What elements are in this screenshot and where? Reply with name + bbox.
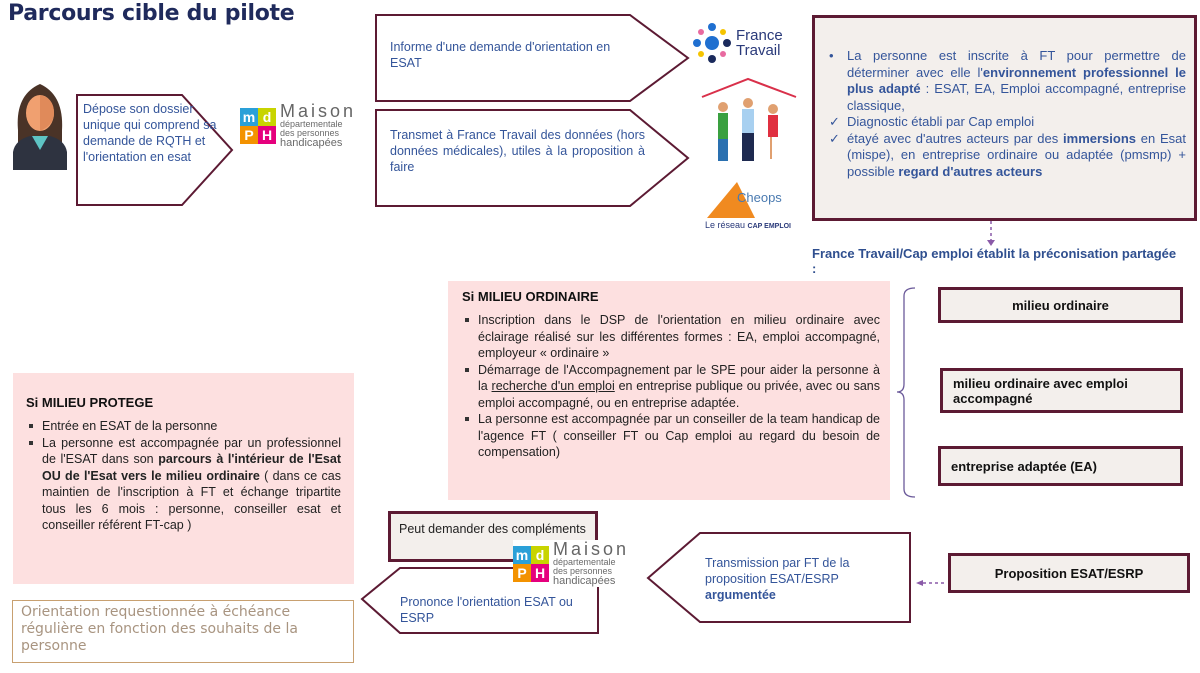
france-travail-line2: Travail — [736, 41, 781, 59]
mdph-logo: m d P H Maison départementale des person… — [240, 101, 357, 149]
cheops-text: Cheops — [737, 190, 782, 205]
step-depose-text: Dépose son dossier unique qui comprend s… — [83, 102, 217, 164]
mdph-letter: m — [240, 107, 258, 126]
cheops-mountain-icon — [707, 182, 755, 218]
mdph-sub: départementale — [280, 119, 343, 129]
milieu-protege-heading: Si MILIEU PROTEGE — [26, 395, 154, 410]
ft-bullet-1: •La personne est inscrite à FT pour perm… — [829, 48, 1186, 113]
orientation-requestionnee-note: Orientation requestionnée à échéance rég… — [12, 600, 354, 663]
list-item: Inscription dans le DSP de l'orientation… — [465, 313, 880, 360]
mdph-letter: H — [531, 563, 549, 582]
arrow-shape-informe — [375, 14, 690, 102]
cap-emploi-text: Le réseau — [705, 220, 746, 230]
milieu-ordinaire-heading: Si MILIEU ORDINAIRE — [462, 289, 599, 304]
mdph-sub: handicapées — [553, 575, 616, 587]
choice-entreprise-adaptee: entreprise adaptée (EA) — [938, 446, 1183, 486]
ft-check-3: ✓étayé avec d'autres acteurs par des imm… — [829, 130, 1187, 179]
mdph-letter: m — [513, 545, 531, 564]
mdph-letter: P — [513, 563, 531, 582]
mdph-name: Maison — [280, 101, 357, 121]
ft-diagnostic-box: •La personne est inscrite à FT pour perm… — [812, 15, 1197, 221]
france-travail-line1: France — [736, 26, 783, 44]
mdph-sub: des personnes — [280, 128, 340, 138]
mdph-sub: des personnes — [553, 566, 613, 576]
preconisation-label: France Travail/Cap emploi établit la pré… — [812, 246, 1177, 276]
france-travail-dots-icon — [693, 22, 731, 63]
list-item: La personne est accompagnée par un conse… — [465, 412, 880, 459]
list-item: Démarrage de l'Accompagnement par le SPE… — [465, 362, 881, 410]
milieu-ordinaire-panel: Si MILIEU ORDINAIRE Inscription dans le … — [448, 281, 890, 500]
arrow-shape-transmission — [646, 532, 911, 623]
person-icon — [13, 84, 67, 170]
checkmark-icon: ✓ — [829, 114, 840, 129]
mdph-name: Maison — [553, 539, 630, 559]
mdph-sub: handicapées — [280, 137, 343, 149]
choice-emploi-accompagne: milieu ordinaire avec emploi accompagné — [940, 368, 1183, 413]
cheops-cap-emploi-logo: Cheops Le réseau CAP EMPLOI — [705, 180, 795, 235]
proposition-esat-esrp: Proposition ESAT/ESRP — [948, 553, 1190, 593]
checkmark-icon: ✓ — [829, 130, 840, 146]
mdph-letter: d — [258, 107, 276, 126]
mdph-letter: d — [531, 545, 549, 564]
arrow-shape-depose — [76, 94, 234, 206]
mdph-letter: H — [258, 125, 276, 144]
mdph-letter: P — [240, 125, 258, 144]
people-celebrating-illustration — [701, 77, 797, 161]
list-item: La personne est accompagnée par un profe… — [29, 435, 342, 532]
milieu-protege-panel: Si MILIEU PROTEGE Entrée en ESAT de la p… — [13, 373, 354, 584]
mdph-sub: départementale — [553, 557, 616, 567]
arrowhead-down — [987, 240, 995, 246]
cap-emploi-text-2: CAP EMPLOI — [747, 223, 791, 230]
transmission-text: Transmission par FT de la proposition ES… — [705, 556, 850, 602]
page-title: Parcours cible du pilote — [8, 1, 295, 26]
france-travail-logo: France Travail — [690, 20, 800, 65]
step-transmet-text: Transmet à France Travail des données (h… — [390, 128, 645, 174]
choice-milieu-ordinaire: milieu ordinaire — [938, 287, 1183, 323]
arrow-shape-transmet — [375, 109, 690, 207]
list-item: Entrée en ESAT de la personne — [29, 418, 341, 435]
ft-check-2: ✓Diagnostic établi par Cap emploi — [829, 114, 1035, 129]
mdph-logo-2: m d P H Maison départementale des person… — [513, 539, 630, 587]
step-informe-text: Informe d'une demande d'orientation en E… — [390, 40, 611, 70]
prononce-text: Prononce l'orientation ESAT ou ESRP — [400, 595, 573, 625]
brace — [896, 287, 916, 498]
arrowhead-left — [916, 580, 923, 586]
